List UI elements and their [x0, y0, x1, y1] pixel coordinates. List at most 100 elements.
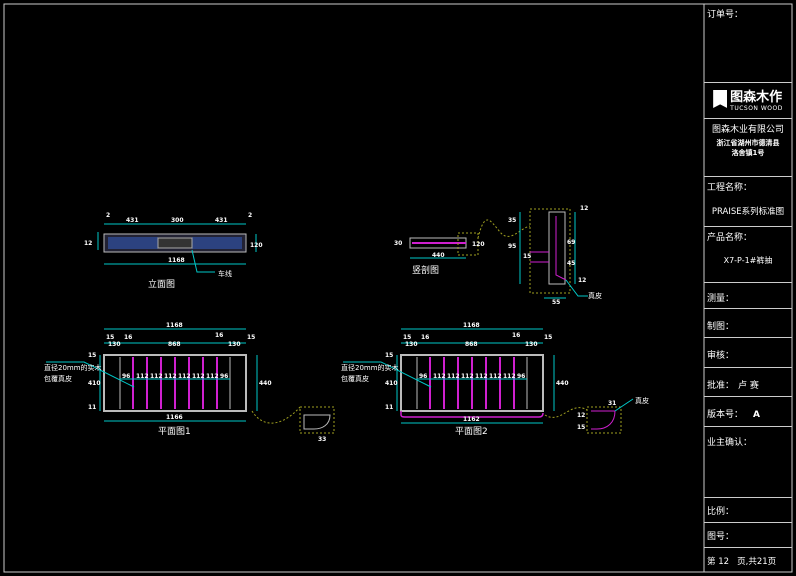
dim-text: 410 — [385, 380, 398, 387]
scale-label: 比例： — [707, 507, 735, 517]
dim-text: 130 — [228, 341, 241, 348]
leader-line — [46, 361, 135, 388]
drawing-number-cell: 图号： — [704, 522, 792, 547]
dim-text: 112 — [206, 373, 219, 380]
scale-cell: 比例： — [704, 497, 792, 522]
approve-cell: 批准：卢 赛 — [704, 367, 792, 396]
dim-text: 431 — [215, 217, 228, 224]
section-detail-body — [548, 211, 566, 285]
dim-text: 96 — [419, 373, 427, 380]
dim-text: 112 — [489, 373, 502, 380]
dim-text: 12 — [577, 412, 585, 419]
owner-confirm-label: 业主确认： — [707, 438, 753, 448]
plan-frame — [103, 354, 247, 412]
dim-text: 12 — [578, 277, 586, 284]
dim-text: 95 — [508, 243, 516, 250]
detail-boundary — [529, 208, 571, 294]
dim-text: 15 — [544, 334, 552, 341]
project-label: 工程名称： — [707, 183, 753, 193]
dim-text: 2 — [248, 212, 252, 219]
review-label: 审核： — [707, 351, 735, 361]
detail-callout — [544, 407, 588, 418]
dim-text: 868 — [168, 341, 181, 348]
leader-line — [343, 361, 432, 388]
center-panel — [157, 237, 193, 249]
note-text: 车线 — [218, 269, 232, 278]
survey-cell: 测量： — [704, 282, 792, 308]
approve-label: 批准： — [707, 381, 735, 391]
page-number: 第 12 页,共21页 — [707, 557, 777, 567]
detail-profile — [303, 414, 331, 430]
dim-text: 12 — [580, 205, 588, 212]
leader-line — [191, 249, 215, 273]
version-cell: 版本号：A — [704, 396, 792, 426]
dim-text: 33 — [318, 436, 326, 443]
detail-callout — [251, 406, 301, 424]
product-value: X7-P-1#裤抽 — [723, 256, 773, 265]
owner-confirm-cell: 业主确认： — [704, 426, 792, 497]
dim-text: 30 — [394, 240, 402, 247]
dim-text: 15 — [106, 334, 114, 341]
logo-text-cn: 图森木作 — [730, 90, 783, 105]
dim-text: 11 — [88, 404, 96, 411]
company-name: 图森木业有限公司 — [711, 125, 784, 135]
order-number-label: 订单号： — [707, 10, 744, 20]
note-text: 真皮 — [635, 396, 649, 405]
dim-text: 96 — [517, 373, 525, 380]
dim-text: 1168 — [168, 257, 185, 264]
leather-wrap — [555, 216, 567, 281]
dim-text: 16 — [215, 332, 223, 339]
rods — [429, 357, 515, 409]
version-label: 版本号： — [707, 410, 744, 420]
rods — [132, 357, 218, 409]
dim-text: 431 — [126, 217, 139, 224]
dim-text: 112 — [192, 373, 205, 380]
dim-text: 300 — [171, 217, 184, 224]
dim-text: 868 — [465, 341, 478, 348]
drawn-by-label: 制图： — [707, 322, 735, 332]
dim-text: 112 — [433, 373, 446, 380]
view-title: 立面图 — [148, 278, 175, 290]
sheet-border — [3, 3, 793, 573]
dim-text: 15 — [403, 334, 411, 341]
dim-text: 130 — [108, 341, 121, 348]
dim-text: 130 — [525, 341, 538, 348]
project-cell: 工程名称： PRAISE系列标准图 — [704, 176, 792, 226]
dim-text: 55 — [552, 299, 560, 306]
review-cell: 审核： — [704, 337, 792, 367]
dim-text: 2 — [106, 212, 110, 219]
survey-label: 测量： — [707, 294, 735, 304]
logo-mark-icon — [713, 90, 728, 108]
dim-text: 16 — [421, 334, 429, 341]
dim-text: 31 — [608, 400, 616, 407]
logo-text-en: TUCSON WOOD — [730, 105, 783, 112]
product-cell: 产品名称： X7-P-1#裤抽 — [704, 226, 792, 282]
page-cell: 第 12 页,共21页 — [704, 547, 792, 572]
dim-text: 15 — [88, 352, 96, 359]
detail-boundary — [299, 406, 335, 434]
dim-text: 120 — [472, 241, 485, 248]
dim-text: 1168 — [166, 322, 183, 329]
dim-text: 69 — [567, 239, 575, 246]
elevation-view: 2 431 300 431 2 1168 12 120 车线 立面图 — [84, 212, 263, 290]
section-view: 440 30 120 12 35 15 95 69 45 12 55 真皮 竖剖… — [394, 205, 602, 306]
company-address: 洛舍镇1号 — [731, 149, 765, 157]
dim-text: 15 — [385, 352, 393, 359]
detail-profile — [591, 410, 616, 430]
dim-text: 1168 — [463, 322, 480, 329]
dim-text: 112 — [178, 373, 191, 380]
note-text: 包覆真皮 — [44, 374, 72, 383]
dim-text: 12 — [84, 240, 92, 247]
company-address: 浙江省湖州市德清县 — [716, 139, 780, 147]
leader-line — [565, 279, 588, 297]
dim-text: 112 — [503, 373, 516, 380]
drawing-number-label: 图号： — [707, 532, 735, 542]
fabric-panel — [192, 237, 242, 249]
fabric-panel — [108, 237, 158, 249]
product-label: 产品名称： — [707, 233, 753, 243]
dim-text: 15 — [247, 334, 255, 341]
detail-boundary — [457, 232, 479, 256]
